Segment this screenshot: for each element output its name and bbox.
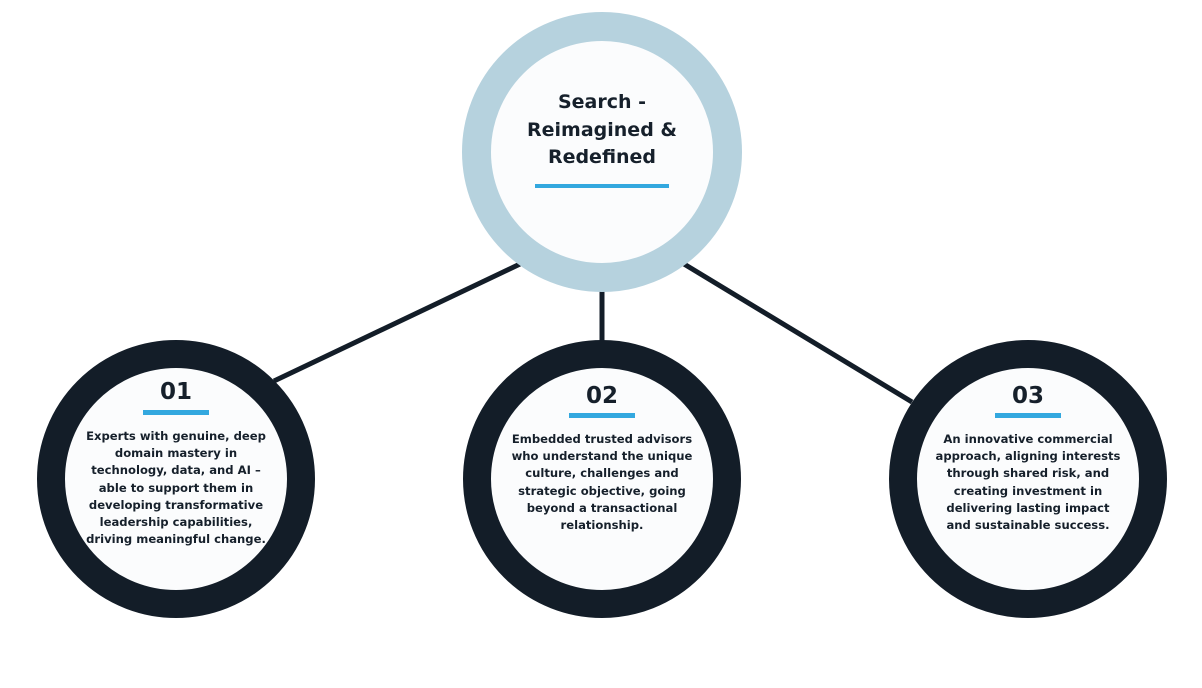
connector-hub-to-01 (272, 261, 522, 384)
node-accent-underline (143, 410, 209, 415)
connector-hub-to-03 (682, 261, 914, 405)
hub-title: Search - Reimagined & Redefined (527, 91, 677, 168)
node-description: Embedded trusted advisors who understand… (511, 432, 693, 533)
node-circle-01: 01 Experts with genuine, deep domain mas… (37, 340, 315, 618)
node-circle-03: 03 An innovative commercial approach, al… (889, 340, 1167, 618)
node-number: 03 (1011, 383, 1044, 409)
node-number: 01 (159, 379, 192, 405)
node-accent-underline (995, 413, 1061, 418)
node-accent-underline (569, 413, 635, 418)
hub-circle: Search - Reimagined & Redefined (462, 12, 742, 292)
node-description: An innovative commercial approach, align… (935, 432, 1121, 533)
node-number: 02 (585, 383, 618, 409)
node-circle-02: 02 Embedded trusted advisors who underst… (463, 340, 741, 618)
node-description: Experts with genuine, deep domain master… (86, 429, 266, 547)
hub-accent-underline (535, 184, 669, 188)
